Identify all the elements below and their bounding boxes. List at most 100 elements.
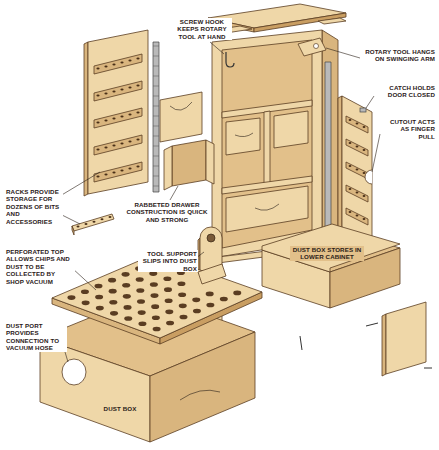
- bit-rack: [346, 139, 368, 156]
- rack-hole: [104, 173, 107, 175]
- hinge-knuckle: [153, 126, 159, 127]
- dust-hole: [178, 292, 186, 297]
- callout-text: ROTARY TOOL HANGS ON SWINGING ARM: [362, 48, 436, 63]
- rack-hole: [349, 119, 352, 121]
- bit-rack: [346, 208, 368, 225]
- rack-hole: [96, 67, 99, 69]
- rack-hole: [363, 195, 366, 197]
- dust-hole: [150, 293, 158, 298]
- callout-text: RABBETED DRAWER CONSTRUCTION IS QUICK AN…: [124, 201, 210, 223]
- rack-hole: [120, 88, 123, 90]
- hinge-knuckle: [153, 156, 159, 157]
- hinge-knuckle: [153, 116, 159, 117]
- dust-hole: [110, 311, 118, 316]
- part-name: DUST BOX: [96, 405, 144, 412]
- rack-hole: [349, 165, 352, 167]
- leader-lines: [60, 42, 380, 362]
- rack-hole: [136, 138, 139, 140]
- dust-hole: [165, 298, 173, 303]
- rack-hole: [120, 115, 123, 117]
- rack-hole: [104, 65, 107, 67]
- dust-hole: [152, 316, 160, 321]
- callout-text: PERFORATED TOP ALLOWS CHIPS AND DUST TO …: [5, 248, 75, 285]
- rack-hole: [96, 121, 99, 123]
- dust-hole: [109, 300, 117, 305]
- hinge-knuckle: [153, 66, 159, 67]
- hinge-knuckle: [153, 146, 159, 147]
- rack-hole: [120, 169, 123, 171]
- bit-rack: [94, 108, 142, 128]
- dust-hole: [123, 294, 131, 299]
- hinge-knuckle: [153, 176, 159, 177]
- screw-hook: [226, 52, 234, 67]
- dust-hole: [163, 276, 171, 281]
- hinge-knuckle: [153, 136, 159, 137]
- dust-hole: [165, 310, 173, 315]
- rack-hole: [363, 172, 366, 174]
- rack-hole: [356, 192, 359, 194]
- rack-hole: [120, 142, 123, 144]
- callout-text: TOOL SUPPORT SLIPS INTO DUST BOX: [138, 250, 198, 272]
- hinge-knuckle: [153, 46, 159, 47]
- bit-rack: [94, 81, 142, 101]
- rack-hole: [96, 148, 99, 150]
- rack-hole: [112, 90, 115, 92]
- lower-cabinet: [262, 224, 400, 308]
- rack-hole: [93, 221, 96, 223]
- rack-hole: [128, 113, 131, 115]
- dust-hole: [108, 278, 116, 283]
- rack-hole: [112, 117, 115, 119]
- rack-hole: [128, 86, 131, 88]
- dust-hole: [151, 304, 159, 309]
- rack-hole: [112, 171, 115, 173]
- bit-rack: [94, 135, 142, 155]
- hinge-knuckle: [153, 86, 159, 87]
- loose-rack: [72, 214, 114, 235]
- rack-hole: [363, 126, 366, 128]
- dust-hole: [124, 305, 132, 310]
- dust-hole: [137, 299, 145, 304]
- rack-hole: [128, 59, 131, 61]
- hinge-knuckle: [153, 186, 159, 187]
- rack-hole: [109, 216, 112, 218]
- dust-hole: [206, 303, 214, 308]
- dust-hole: [153, 327, 161, 332]
- dust-hole: [136, 288, 144, 293]
- rack-hole: [128, 140, 131, 142]
- drawer-parts: [160, 92, 214, 190]
- rack-hole: [136, 165, 139, 167]
- rack-hole: [104, 146, 107, 148]
- dust-hole: [124, 316, 132, 321]
- rack-hole: [77, 226, 80, 228]
- rack-hole: [363, 218, 366, 220]
- dust-hole: [233, 291, 241, 296]
- dust-hole: [96, 306, 104, 311]
- rack-hole: [363, 149, 366, 151]
- callout-text: SCREW HOOK KEEPS ROTARY TOOL AT HAND: [172, 18, 232, 40]
- dust-hole: [95, 284, 103, 289]
- callout-text: CATCH HOLDS DOOR CLOSED: [376, 84, 436, 99]
- rack-hole: [349, 211, 352, 213]
- swinging-arm: [298, 38, 326, 56]
- dust-hole: [150, 282, 158, 287]
- dust-hole: [109, 289, 117, 294]
- rack-hole: [356, 146, 359, 148]
- left-door: [84, 30, 159, 196]
- dust-hole: [192, 298, 200, 303]
- dust-hole: [177, 281, 185, 286]
- rack-hole: [349, 142, 352, 144]
- rack-hole: [85, 223, 88, 225]
- dust-hole: [179, 315, 187, 320]
- rack-hole: [112, 63, 115, 65]
- bit-rack: [346, 185, 368, 202]
- bit-rack: [94, 54, 142, 74]
- hinge-knuckle: [153, 166, 159, 167]
- dust-hole: [193, 309, 201, 314]
- dust-hole: [220, 297, 228, 302]
- dust-hole: [67, 295, 75, 300]
- rack-hole: [136, 111, 139, 113]
- rack-hole: [96, 175, 99, 177]
- dust-hole: [179, 304, 187, 309]
- dust-hole: [136, 277, 144, 282]
